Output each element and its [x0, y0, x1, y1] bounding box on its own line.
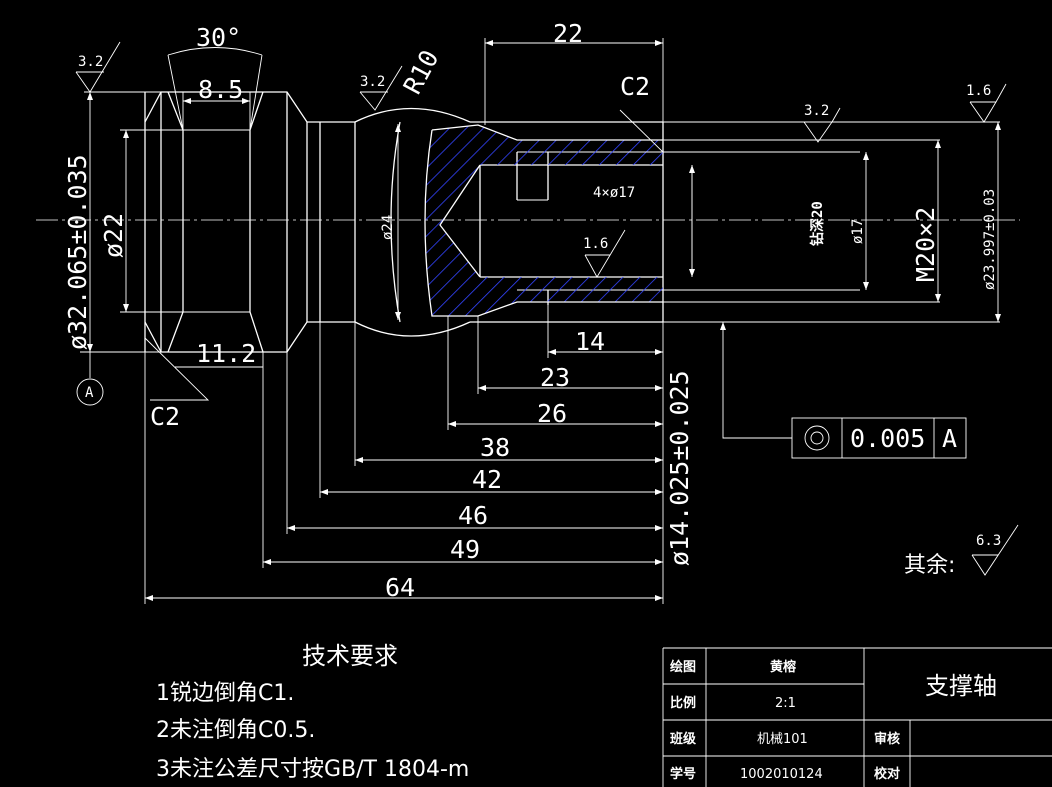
- section-hatch: [425, 125, 663, 316]
- dim-64: 64: [385, 573, 415, 602]
- tolerance-frame: [791, 417, 967, 459]
- tb-class-value: 机械101: [757, 732, 808, 747]
- dim-11-2: 11.2: [196, 339, 256, 368]
- note-item-3: 3未注公差尺寸按GB/T 1804-m: [156, 757, 469, 782]
- rough-3-2-b: 3.2: [360, 74, 385, 90]
- tb-id-label: 学号: [670, 766, 696, 782]
- dim-dia-24: ø24: [380, 215, 396, 240]
- title-block: [662, 647, 1052, 787]
- dimension-arrows: [87, 40, 1001, 601]
- dim-46: 46: [458, 501, 488, 530]
- rough-3-2-a: 3.2: [78, 54, 103, 70]
- remainder-label: 其余:: [904, 553, 955, 578]
- dim-38: 38: [480, 433, 510, 462]
- rough-3-2-c: 3.2: [804, 103, 829, 119]
- tb-review-label: 审核: [874, 731, 900, 747]
- note-item-1: 1锐边倒角C1.: [156, 681, 294, 706]
- tb-scale-value: 2:1: [775, 696, 796, 711]
- dim-dia-17: ø17: [850, 219, 866, 244]
- dim-depth-20: 钻深20: [809, 201, 826, 246]
- dim-dia-32: ø32.065±0.035: [63, 154, 92, 350]
- dim-c2-top: C2: [620, 72, 650, 101]
- dim-42: 42: [472, 465, 502, 494]
- note-item-2: 2未注倒角C0.5.: [156, 718, 315, 743]
- part-outline: [144, 91, 1000, 353]
- tolerance-datum: A: [942, 424, 957, 453]
- tb-part-name: 支撑轴: [925, 672, 997, 700]
- dim-m20x2: M20×2: [911, 207, 940, 282]
- tb-scale-label: 比例: [670, 695, 696, 711]
- dim-r10: R10: [398, 45, 445, 98]
- dim-hole-4x17: 4×ø17: [593, 185, 635, 201]
- dim-30deg: 30°: [196, 23, 241, 52]
- dim-c2-bottom: C2: [150, 402, 180, 431]
- dimension-lines: [80, 38, 999, 604]
- dim-49: 49: [450, 535, 480, 564]
- tolerance-value: 0.005: [850, 424, 925, 453]
- rough-1-6-a: 1.6: [966, 83, 991, 99]
- dim-26: 26: [537, 399, 567, 428]
- dim-23: 23: [540, 363, 570, 392]
- dim-8-5: 8.5: [198, 75, 243, 104]
- rough-6-3: 6.3: [976, 533, 1001, 549]
- datum-a-label: A: [85, 385, 94, 401]
- section-outline: [424, 124, 663, 317]
- tb-id-value: 1002010124: [740, 767, 823, 782]
- tb-class-label: 班级: [670, 731, 697, 747]
- tb-drawn-value: 黄榕: [770, 659, 797, 675]
- tb-drawn-label: 绘图: [670, 659, 696, 675]
- dim-22-top: 22: [553, 19, 583, 48]
- dim-dia-22: ø22: [99, 213, 128, 258]
- tb-check-label: 校对: [874, 766, 900, 782]
- rough-1-6-b: 1.6: [583, 236, 608, 252]
- notes-title: 技术要求: [302, 642, 398, 670]
- dim-dia-23997: ø23.997±0.03: [982, 189, 998, 290]
- dim-14: 14: [575, 327, 605, 356]
- roughness-symbols: [75, 41, 1019, 576]
- datum-a-circle: [76, 378, 104, 406]
- dim-dia-14025: ø14.025±0.025: [665, 370, 694, 566]
